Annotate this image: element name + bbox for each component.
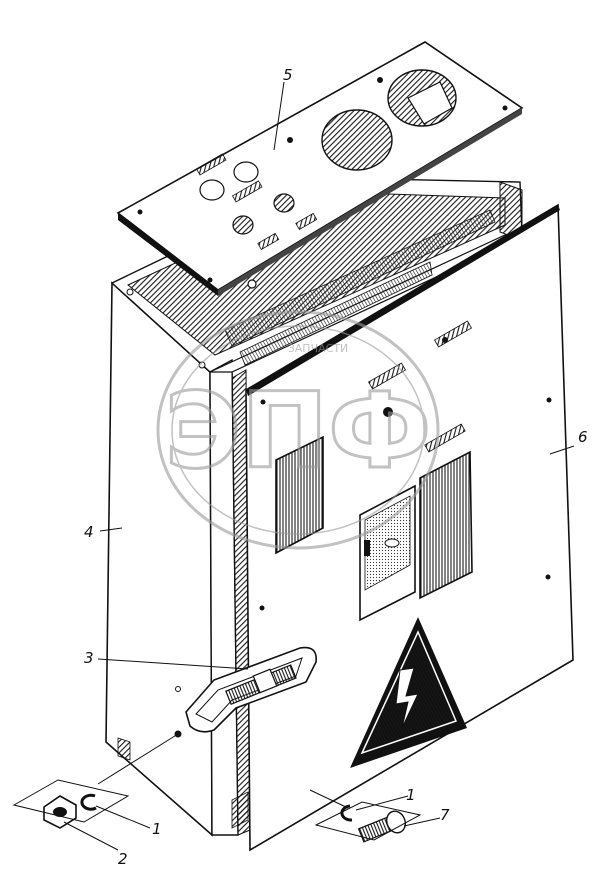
leader-1-left [95, 805, 151, 829]
leader-1-right [355, 795, 409, 811]
cover-hole [259, 605, 265, 611]
label-plate [433, 320, 473, 348]
leader-hole-right [309, 789, 349, 809]
cover-hole [546, 397, 552, 403]
watermark-logo: ЭПФ ЗАПЧАСТИ [156, 310, 440, 550]
panel-slot [257, 232, 280, 251]
cover-hole [260, 399, 266, 405]
leader-7 [403, 817, 441, 827]
small-cutout [199, 179, 225, 201]
leader-6 [549, 445, 575, 455]
panel-hole [247, 279, 257, 289]
nut [43, 795, 77, 829]
cover-window [419, 450, 473, 600]
small-cutout [273, 193, 295, 213]
washer-right [340, 804, 353, 822]
panel-slot [231, 180, 263, 203]
cover-window [275, 435, 324, 555]
callout-6: 6 [578, 428, 588, 446]
label-plate [367, 362, 407, 390]
leader-5 [273, 81, 285, 151]
large-cutout [321, 109, 393, 171]
leader-lines [63, 81, 575, 851]
callout-4: 4 [84, 523, 94, 541]
callout-2: 2 [118, 850, 128, 868]
leader-2 [63, 821, 119, 851]
panel-slot [295, 212, 318, 231]
side-hole [175, 686, 181, 692]
panel-hole [377, 77, 383, 83]
top-panel-edge [118, 213, 218, 296]
top-panel [116, 41, 524, 296]
panel-hole [502, 105, 508, 111]
front-cover [245, 203, 574, 852]
nut-platform [12, 779, 130, 823]
leader-hole-left [97, 733, 179, 785]
cutout-bracket [407, 81, 453, 125]
bottom-foot-left [117, 737, 131, 761]
panel-hole [207, 277, 213, 283]
side-hole [126, 288, 134, 296]
callout-1-right: 1 [406, 786, 416, 804]
bolt-bag [185, 646, 317, 733]
cover-hole [383, 407, 393, 417]
watermark-ring-inner [171, 325, 425, 535]
inner-shelf-2 [239, 261, 433, 366]
bottom-foot-right [231, 791, 249, 829]
label-plate [424, 423, 466, 453]
cover-hole [545, 574, 551, 580]
high-voltage-warning-icon [350, 617, 467, 768]
watermark-ring [156, 310, 440, 550]
screw [357, 810, 407, 843]
watermark-ring-text: ЗАПЧАСТИ [288, 342, 349, 355]
callout-5: 5 [283, 66, 293, 84]
screw-platform [314, 801, 422, 841]
panel-hole [287, 137, 293, 143]
small-cutout [233, 161, 259, 183]
panel-hole [137, 209, 143, 215]
panel-slot [195, 153, 227, 176]
top-panel-edge-right [218, 108, 522, 296]
callout-7: 7 [440, 806, 450, 824]
watermark-letters: ЭПФ [165, 370, 432, 492]
bolt [225, 664, 297, 706]
front-cover-edge [246, 205, 560, 396]
meter-dial [384, 538, 400, 548]
leader-3 [97, 658, 249, 670]
callout-1-left: 1 [152, 820, 162, 838]
callout-3: 3 [84, 649, 94, 667]
meter-knob [364, 540, 370, 556]
leader-4 [99, 527, 123, 532]
washer-left [80, 793, 97, 811]
small-cutout [232, 215, 254, 235]
